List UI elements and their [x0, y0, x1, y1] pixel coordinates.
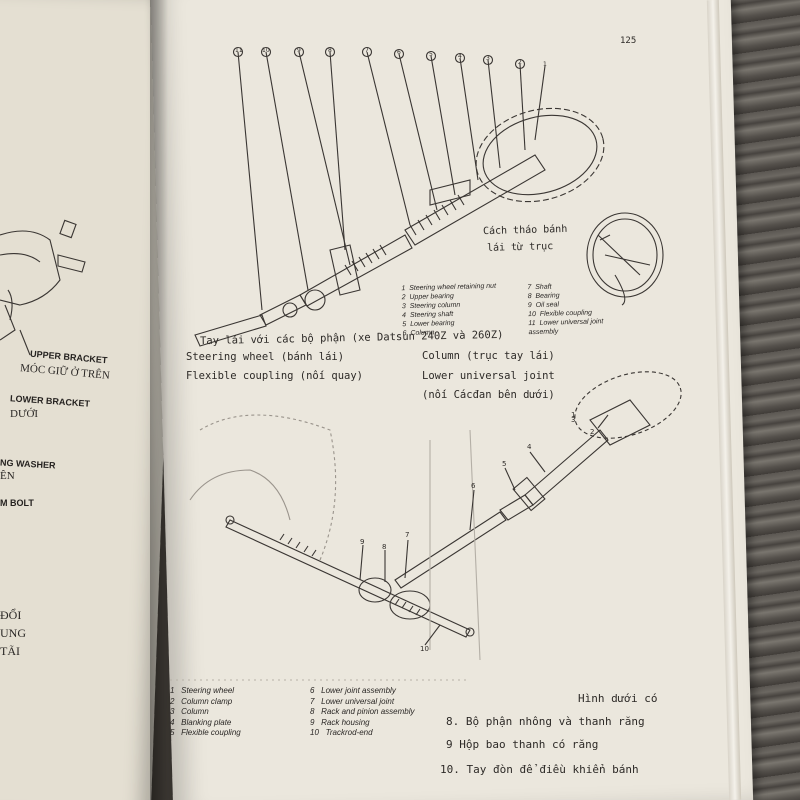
fig1-callout: 11 — [235, 47, 243, 54]
fig2-callout: 5 — [502, 460, 507, 468]
term-column: Column (trục tay lái) — [422, 350, 555, 362]
left-label-washer-vn: ÊN — [0, 470, 15, 482]
fig1-callout: 3 — [486, 55, 490, 62]
legend-item: 10 Trackrod-end — [310, 728, 373, 737]
fig2-callout: 2 — [590, 428, 595, 436]
legend-item: 6 Lower joint assembly — [310, 686, 396, 695]
fig1-callout: 7 — [365, 47, 369, 54]
legend-item: 4 Blanking plate — [170, 717, 232, 727]
fig2-callout: 1 — [571, 411, 576, 419]
term-steering-wheel: Steering wheel (bánh lái) — [186, 351, 345, 363]
inset-caption-line2: lái từ trục — [486, 241, 554, 254]
fig1-callout: 10 — [262, 47, 270, 54]
inset-caption-line1: Cách tháo bánh — [482, 223, 568, 238]
legend-item: 7 Lower universal joint — [310, 696, 395, 706]
legend-item: 11 Lower universal joint assembly — [528, 318, 604, 337]
note-line: 9 Hộp bao thanh có răng — [446, 738, 599, 751]
figure1-drawing — [194, 46, 664, 347]
page-number: 125 — [620, 36, 637, 46]
figure2-drawing — [189, 371, 682, 661]
legend-item: 1 Steering wheel — [170, 686, 235, 695]
fig2-callout: 3 — [571, 416, 576, 424]
fig2-legend-left: 1 Steering wheel 2 Column clamp 3 Column… — [170, 686, 241, 739]
fig2-callout: 6 — [471, 482, 476, 490]
legend-item: 5 Flexible coupling — [170, 728, 241, 737]
note-line: 8. Bộ phận nhông và thanh răng — [446, 715, 645, 728]
fig2-callout: 10 — [420, 645, 429, 653]
term-lower-universal-joint-vn: (nối Cácđan bên dưới) — [422, 389, 555, 401]
fig1-callout: 8 — [328, 47, 332, 54]
fig2-callout: 7 — [405, 531, 410, 539]
fig1-callout: 9 — [297, 47, 301, 54]
fig1-callout: 2 — [518, 59, 522, 66]
fig1-callout: 4 — [458, 53, 462, 60]
gutter-shadow — [150, 0, 168, 800]
left-label-3: ĐỔI — [0, 608, 22, 622]
legend-item: 8 Rack and pinion assembly — [310, 707, 415, 716]
term-lower-universal-joint: Lower universal joint — [422, 370, 555, 382]
left-label-5: TÃI — [0, 644, 20, 658]
term-flexible-coupling: Flexible coupling (nối quay) — [186, 370, 364, 382]
fig1-callout: 1 — [543, 61, 547, 68]
fig1-legend-right: 7 Shaft 8 Bearing 9 Oil seal 10 Flexible… — [527, 281, 618, 337]
notes-heading: Hình dưới có — [578, 692, 658, 705]
legend-item: 9 Rack housing — [310, 717, 370, 727]
fig2-callout: 9 — [360, 538, 365, 546]
left-label-bolt: M BOLT — [0, 498, 34, 508]
left-label-4: UNG — [0, 626, 26, 640]
fig2-callout: 8 — [382, 543, 387, 551]
legend-item: 2 Column clamp — [170, 696, 233, 706]
legend-item: 3 Column — [170, 707, 209, 716]
fig1-callout: 5 — [429, 51, 433, 58]
note-line: 10. Tay đòn để điều khiển bánh — [440, 763, 639, 776]
fig2-callout: 4 — [527, 443, 532, 451]
left-page-column-sketch — [0, 219, 86, 356]
left-label-lower-bracket-vn: DƯỚI — [10, 408, 39, 420]
fig2-legend-right: 6 Lower joint assembly 7 Lower universal… — [310, 686, 415, 739]
fig1-callout: 6 — [397, 49, 401, 56]
